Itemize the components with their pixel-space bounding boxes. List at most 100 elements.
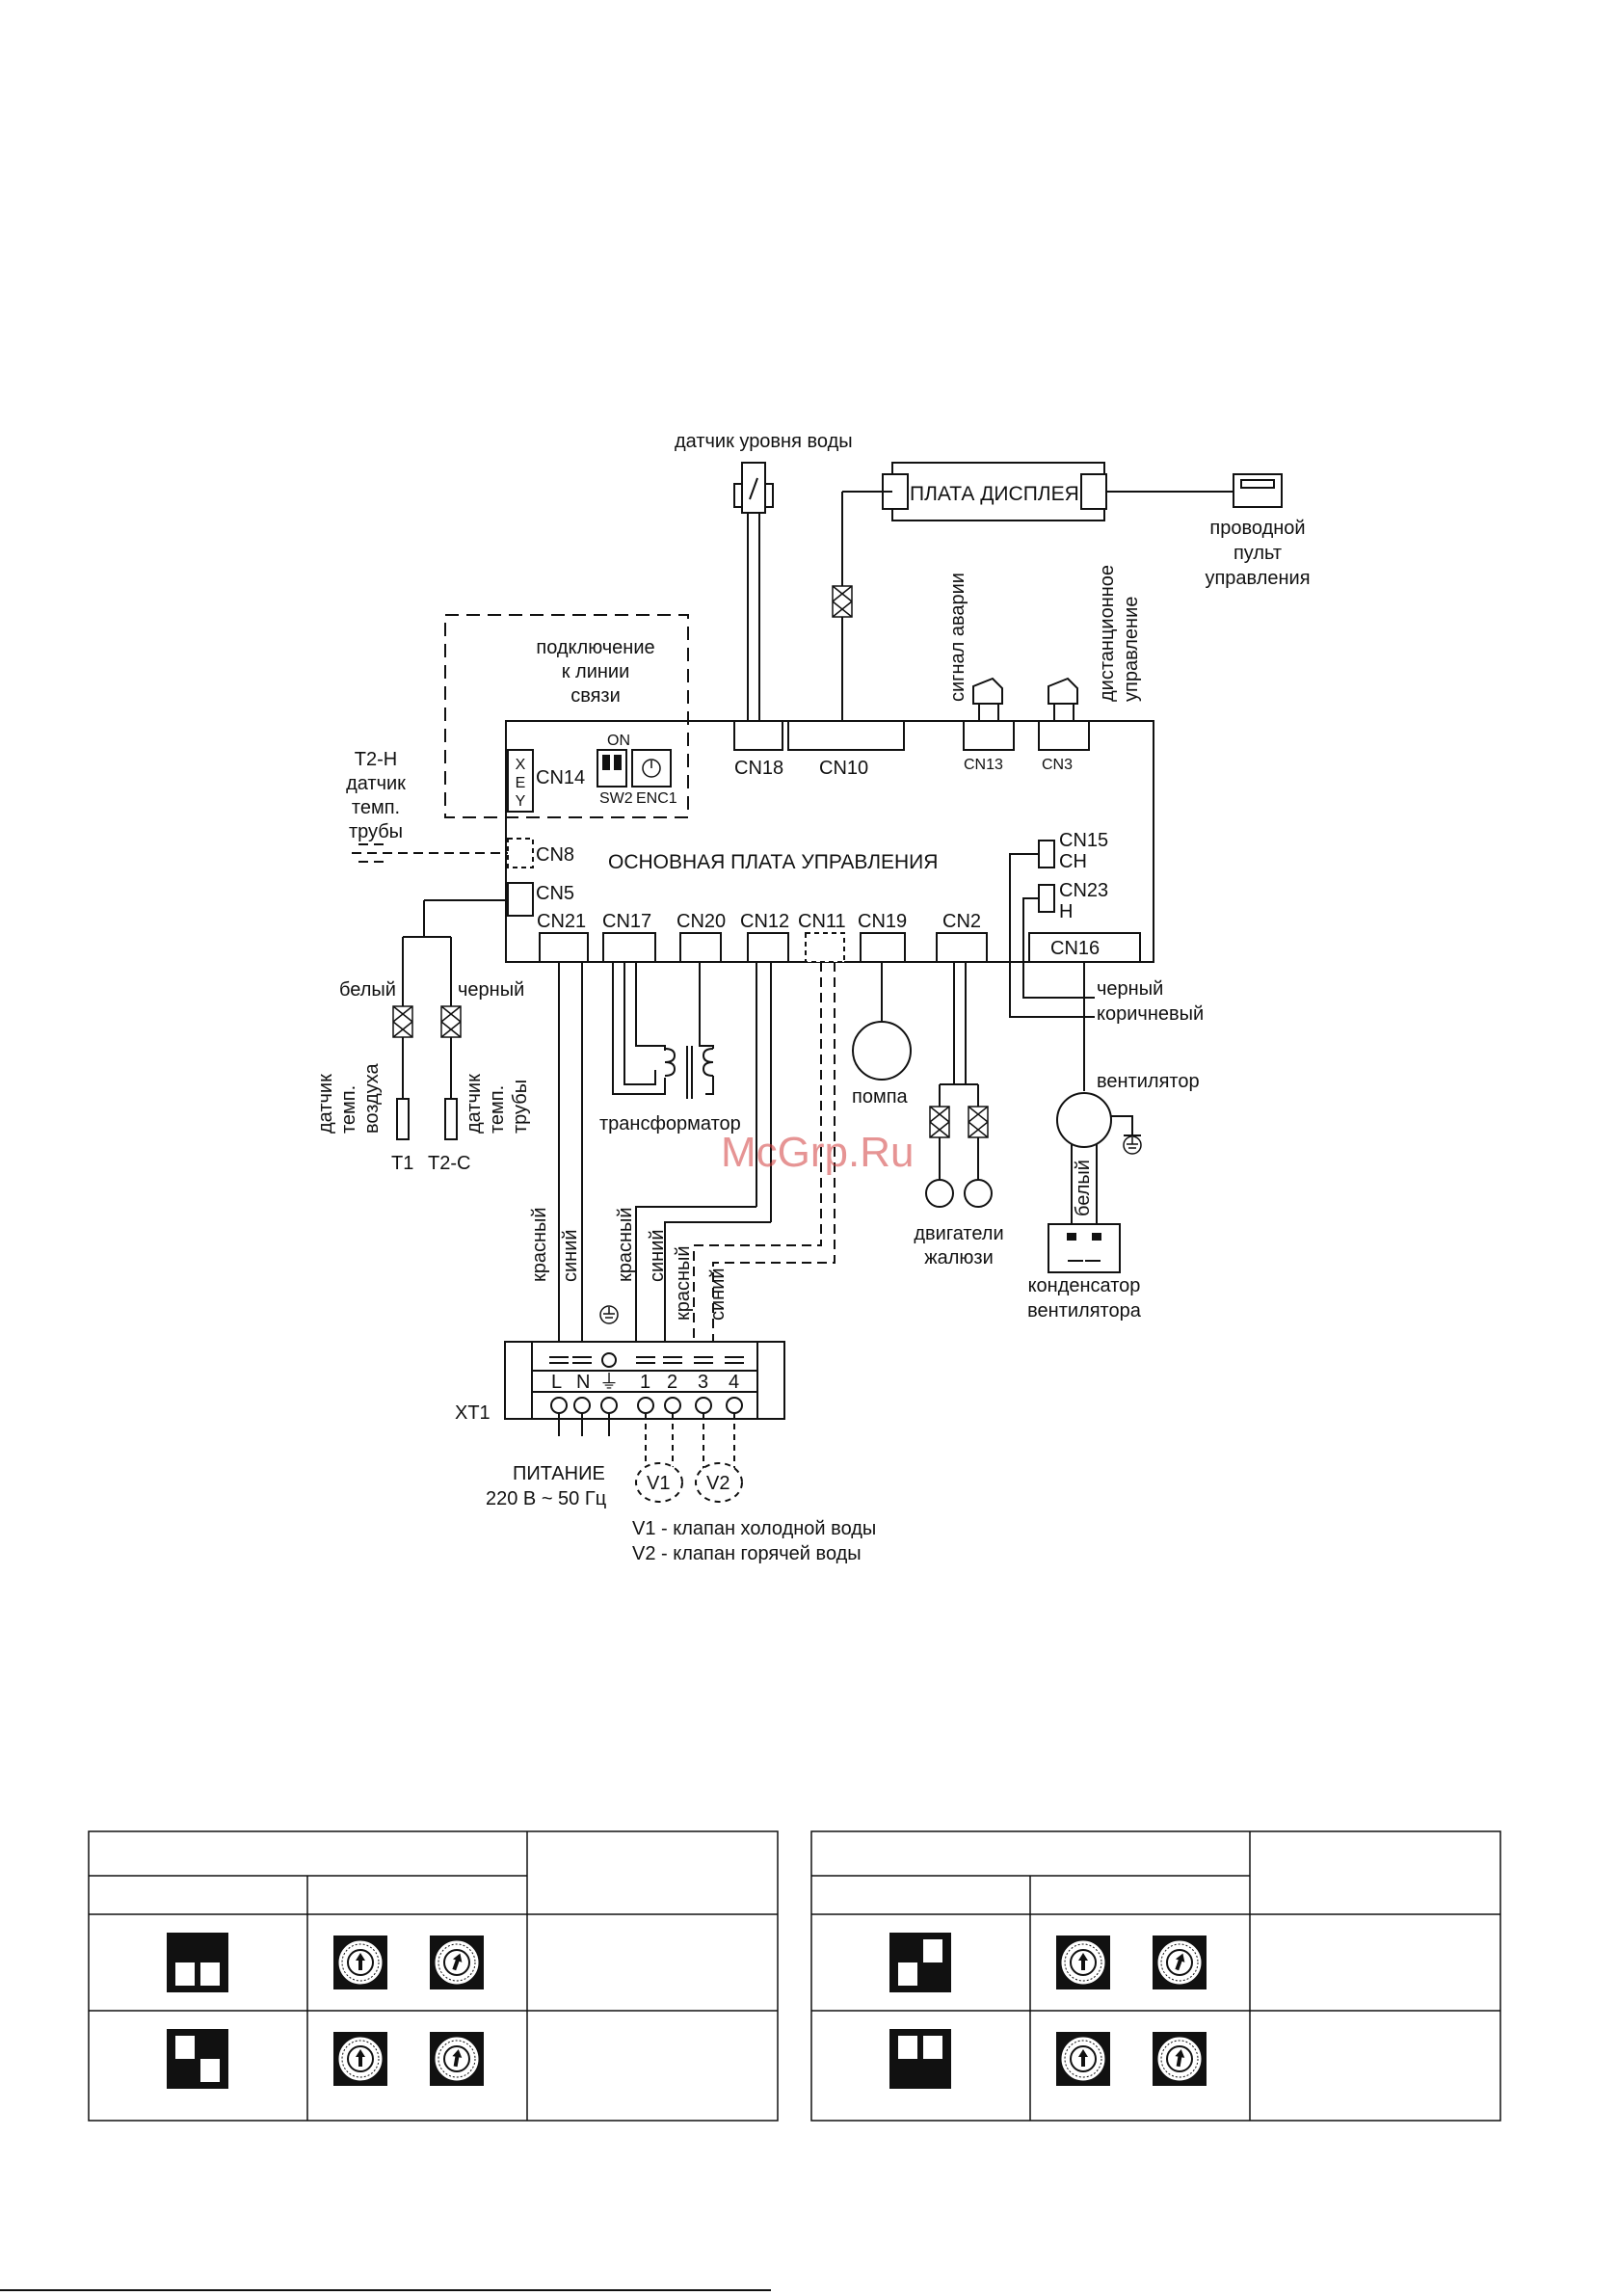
power-label-2: 220 В ~ 50 Гц [486,1488,606,1509]
xey-connector [507,749,534,813]
dip-switch-icon [889,1933,951,1992]
cn16-connector [1028,932,1141,963]
wired-controller [1233,473,1283,508]
louver-motor-1 [925,1179,954,1208]
louver-motor-2 [964,1179,993,1208]
rotary-encoder-icon [333,2032,387,2086]
fan-black-label: черный [1097,978,1163,1000]
ground-icon [599,1305,619,1324]
fan-ground-icon [1123,1135,1142,1155]
louver-motors-label-2: жалюзи [924,1247,994,1268]
cn11-connector [805,932,845,963]
cn13-connector [963,720,1015,751]
table-border [810,1830,1501,2122]
cn11-label: CN11 [798,911,846,932]
cn2-label: CN2 [942,911,981,932]
terminal-2: 2 [667,1372,677,1393]
cn23-connector [1038,884,1055,913]
cn8-label: CN8 [536,844,574,866]
table-row [167,2029,484,2089]
t1-label: T1 [391,1153,413,1174]
cn21-red-label: красный [529,1207,550,1282]
cn18-connector [733,720,783,751]
cn23-label: CN23 [1059,880,1108,901]
t2h-label-4: трубы [349,821,403,842]
t1-connector [392,1005,413,1038]
terminal-3: 3 [698,1372,708,1393]
terminal-ground: ⏚ [599,1372,619,1393]
pipe-sensor-label-2: темп. [487,1085,508,1134]
h-label: H [1059,901,1073,922]
ch-label: CH [1059,851,1087,872]
cn19-connector [860,932,906,963]
watermark: McGrp.Ru [721,1129,914,1176]
wired-controller-label-1: проводной [1209,518,1305,539]
v1-label: V1 [647,1473,670,1494]
water-level-sensor-label: датчик уровня воды [675,431,853,452]
v2-label: V2 [706,1473,729,1494]
cn5-connector [507,882,534,917]
water-level-sensor [733,462,774,721]
rotary-encoder-icon [430,2032,484,2086]
comm-line-box [444,614,689,818]
sw-on-label: ON [607,733,630,749]
fan-label: вентилятор [1097,1071,1200,1092]
comm-line-label-1: подключение [536,637,654,658]
alarm-signal-label: сигнал аварии [947,573,968,702]
terminal-4: 4 [729,1372,739,1393]
transformer [612,962,714,1099]
enc1-label: ENC1 [636,790,677,807]
alarm-switch [972,677,1003,722]
t1-sensor [396,1098,410,1140]
louver-connector-1 [929,1106,950,1138]
table-row [167,1933,484,1992]
cn18-label: CN18 [734,758,783,779]
cn11-red-label: красный [673,1245,694,1321]
fan-capacitor-label-1: конденсатор [1028,1275,1141,1296]
cn17-label: CN17 [602,911,651,932]
rotary-encoder-icon [333,1936,387,1989]
legend-v2: V2 - клапан горячей воды [632,1543,862,1564]
remote-switch [1048,677,1078,722]
air-sensor-label-1: датчик [315,1074,336,1134]
t2h-label-2: датчик [346,773,406,794]
table-border [88,1830,779,2122]
fan-white-label: белый [1073,1160,1094,1216]
terminal-n: N [576,1372,590,1393]
rotary-encoder-icon [430,1936,484,1989]
terminal-l: L [551,1372,562,1393]
xey-e: E [516,775,526,791]
cn15-label: CN15 [1059,830,1108,851]
fan-capacitor-label-2: вентилятора [1027,1300,1142,1322]
cn14-label: CN14 [536,767,585,788]
dip-switch-icon [167,1933,228,1992]
main-board-label: ОСНОВНАЯ ПЛАТА УПРАВЛЕНИЯ [608,851,938,873]
legend-v1: V1 - клапан холодной воды [632,1518,876,1539]
dip-switch-tables [88,1830,1501,2122]
t2h-label-3: темп. [352,797,400,818]
rotary-encoder-icon [1153,1936,1207,1989]
sw2-label: SW2 [599,790,633,807]
remote-control-label-2: управление [1121,597,1142,702]
t2h-sensor-lead [352,843,508,863]
cn15-connector [1038,840,1055,868]
t2c-sensor [444,1098,458,1140]
dip-table [810,1830,1501,2122]
cn13-label: CN13 [964,757,1003,773]
comm-line-label-2: к линии [562,661,630,682]
cn3-label: CN3 [1042,757,1073,773]
rotary-encoder-icon [1056,2032,1110,2086]
cn12-red-label: красный [615,1207,636,1282]
dip-table [88,1830,779,2122]
pump-label: помпа [852,1086,909,1108]
cn21-connector [539,932,589,963]
black-wire-label: черный [458,979,524,1001]
table-row [889,2029,1207,2089]
pipe-sensor-label-3: трубы [510,1080,531,1134]
fan-capacitor [1048,1223,1121,1273]
t2c-connector [440,1005,462,1038]
cn20-label: CN20 [676,911,726,932]
cn21-blue-label: синий [560,1229,581,1282]
cn12-connector [747,932,789,963]
cn21-label: CN21 [537,911,586,932]
